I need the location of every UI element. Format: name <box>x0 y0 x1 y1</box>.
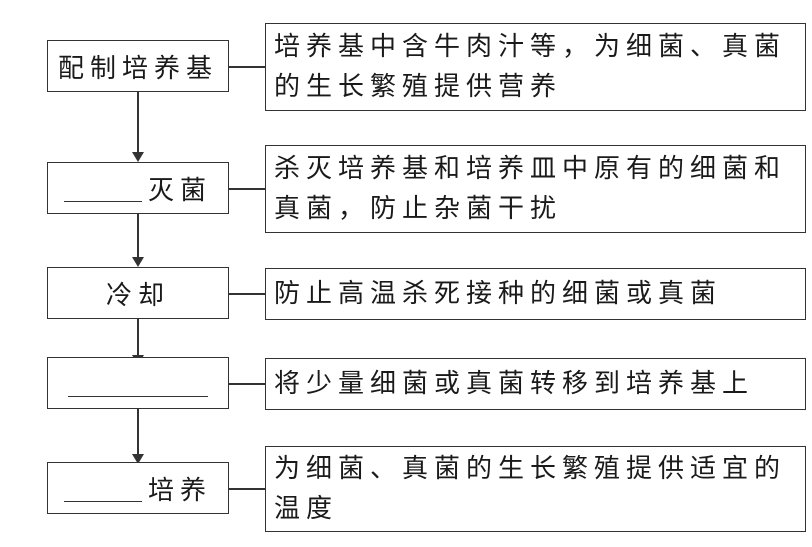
description-box: 培养基中含牛肉汁等，为细菌、真菌的生长繁殖提供营养 <box>265 23 806 111</box>
description-text: 杀灭培养基和培养皿中原有的细菌和真菌，防止杂菌干扰 <box>274 154 787 224</box>
description-box: 为细菌、真菌的生长繁殖提供适宜的温度 <box>265 446 806 532</box>
connector-line <box>229 293 265 295</box>
flow-line <box>137 319 139 357</box>
answer-blank[interactable] <box>68 370 208 397</box>
arrow-down-icon <box>132 454 144 464</box>
arrow-down-icon <box>132 152 144 162</box>
connector-line <box>229 383 265 385</box>
step-box-cool: 冷却 <box>47 267 229 319</box>
step-box-prepare-medium: 配制培养基 <box>47 40 229 92</box>
answer-blank[interactable] <box>63 475 142 502</box>
description-text: 培养基中含牛肉汁等，为细菌、真菌的生长繁殖提供营养 <box>274 32 787 102</box>
step-label: 培养 <box>147 475 212 506</box>
flow-line <box>137 409 139 455</box>
connector-line <box>229 188 265 190</box>
description-text: 防止高温杀死接种的细菌或真菌 <box>274 279 723 309</box>
answer-blank[interactable] <box>63 175 142 202</box>
description-text: 为细菌、真菌的生长繁殖提供适宜的温度 <box>274 454 787 524</box>
connector-line <box>229 488 265 490</box>
step-box-culture: 培养 <box>47 462 229 514</box>
flow-line <box>137 214 139 257</box>
description-box: 将少量细菌或真菌转移到培养基上 <box>265 358 806 410</box>
description-text: 将少量细菌或真菌转移到培养基上 <box>274 369 755 399</box>
description-box: 杀灭培养基和培养皿中原有的细菌和真菌，防止杂菌干扰 <box>265 145 806 233</box>
flow-line <box>137 92 139 152</box>
arrow-down-icon <box>132 257 144 267</box>
step-box-inoculate <box>47 357 229 409</box>
description-box: 防止高温杀死接种的细菌或真菌 <box>265 268 806 320</box>
step-label: 配制培养基 <box>57 53 218 84</box>
connector-line <box>229 66 265 68</box>
step-box-sterilize: 灭菌 <box>47 162 229 214</box>
step-label: 灭菌 <box>147 175 212 206</box>
step-label: 冷却 <box>105 280 170 311</box>
